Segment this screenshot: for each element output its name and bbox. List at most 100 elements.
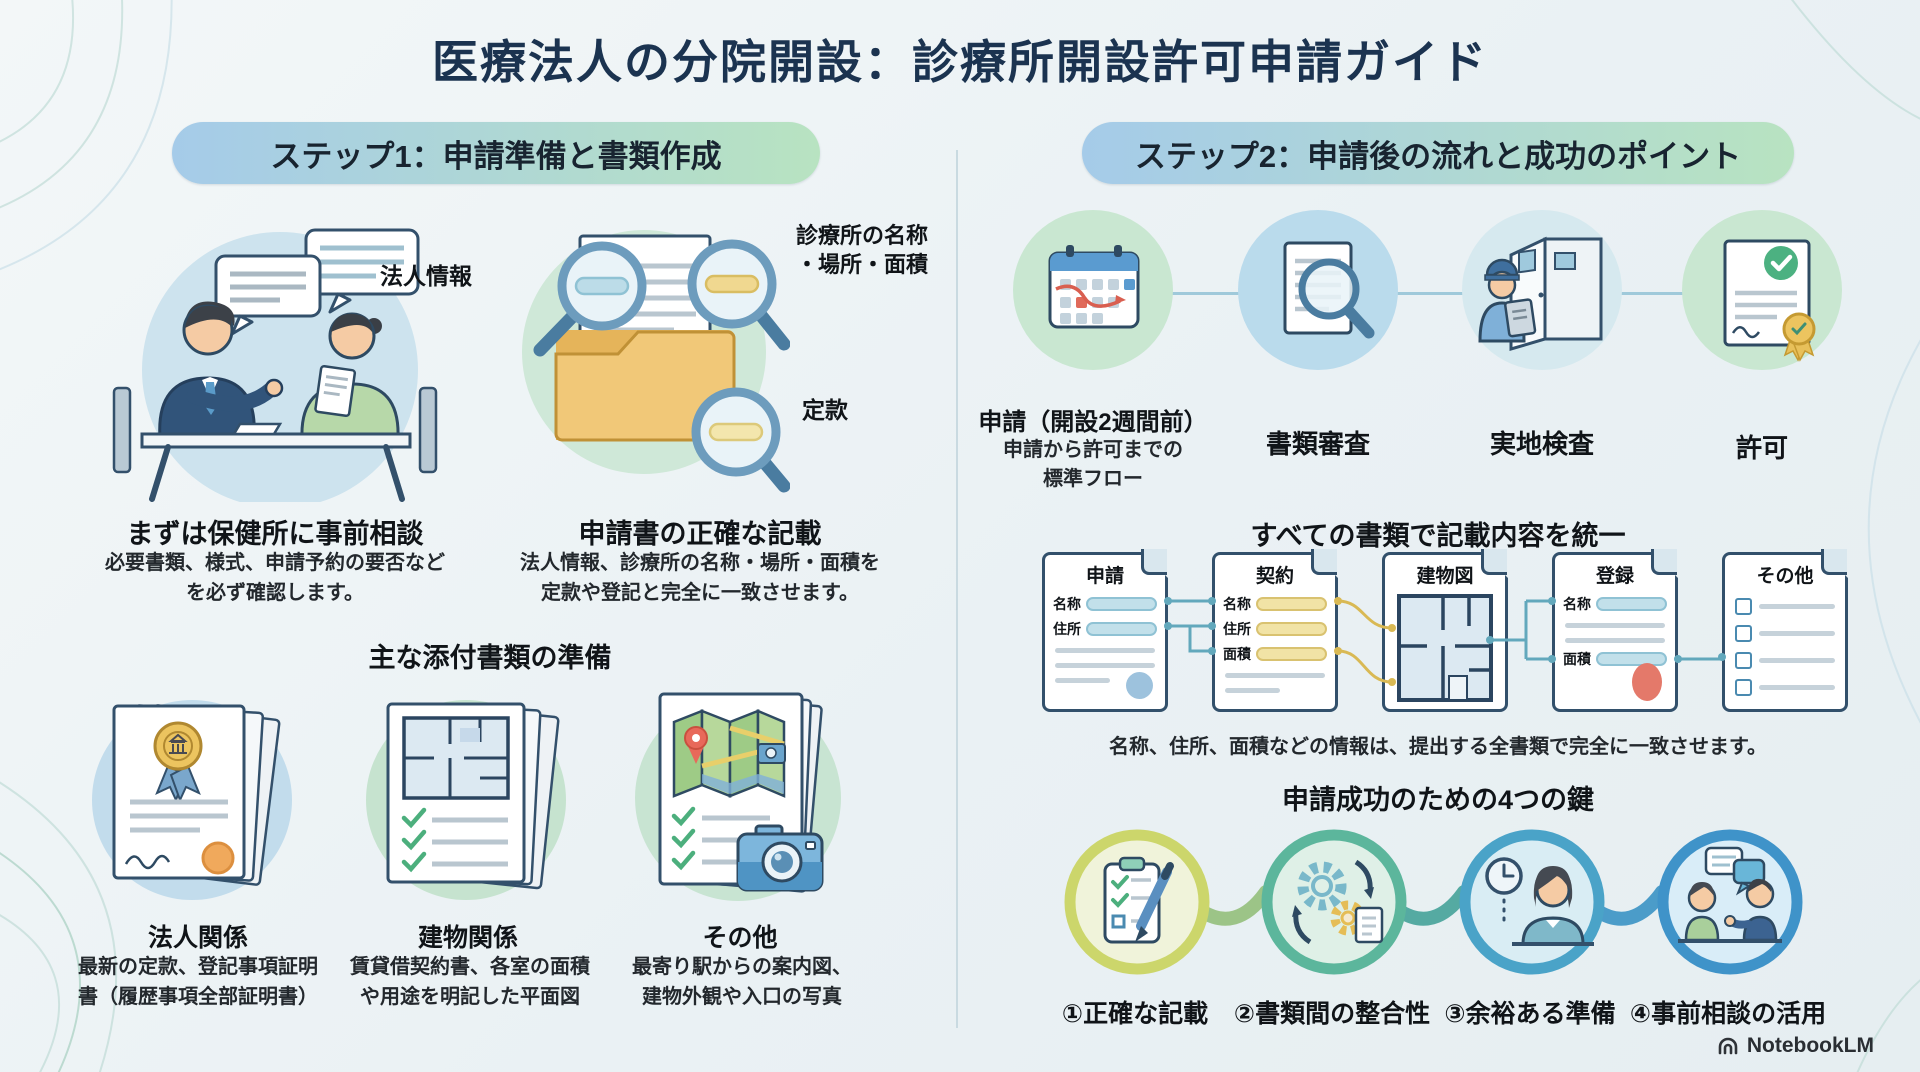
attachment1-desc-line2: 書（履歴事項全部証明書） [78,986,318,1008]
pen-icon [1135,862,1174,942]
corporate-certificate-illustration [92,700,292,900]
field-address-label: 住所 [1223,621,1251,637]
table [140,432,412,449]
accurate-desc-line2: 定款や登記と完全に一致させます。 [541,582,859,604]
field-area-label: 面積 [1563,651,1591,667]
page-title: 医療法人の分院開設：診療所開設許可申請ガイド [432,36,1488,88]
magnifier-clinic-icon [687,239,790,351]
field-address-label: 住所 [1053,621,1081,637]
speech-bubbles-icon [214,228,420,336]
field-area-value [1596,652,1667,666]
document-consistency-row: 申請 名称 住所 契約 名称 住所 面積 建物図 登録 名称 面積 [1040,549,1840,724]
trend-arrow [1055,284,1121,308]
flow1-label: 申請（開設2週間前） [978,409,1208,436]
key1-label: ①正確な記載 [1061,1000,1209,1028]
attachment2-desc: 賃貸借契約書、各室の面積 や用途を明記した平面図 [312,952,628,1012]
orange-seal-icon [201,841,235,875]
small-document-icon [1354,906,1384,944]
folded-map-icon [672,709,786,798]
map-pin-icon [684,726,708,764]
fold-corner [1651,549,1677,575]
attachment2-desc-line1: 賃貸借契約書、各室の面積 [350,956,590,978]
fold-corner [1481,549,1507,575]
label-clinic-line1: 診療所の名称 [796,223,929,248]
gold-rosette-icon [1782,312,1816,362]
calendar-grid [1060,279,1135,324]
consult-caption-title: まずは保健所に事前相談 [126,519,424,549]
gold-medal-icon [153,721,203,803]
field-area-label: 面積 [1223,646,1251,662]
checkbox-icon [1735,679,1752,696]
attachment1-title: 法人関係 [147,924,248,952]
key-accurate-icon [1064,829,1210,975]
doc-registry: 登録 名称 面積 [1552,552,1678,712]
notebooklm-label: NotebookLM [1746,1034,1874,1057]
column-divider [956,150,958,1028]
approved-check-icon [1764,246,1798,280]
doc-other-title: その他 [1756,566,1814,587]
doc-contract-title: 契約 [1255,566,1294,587]
person [1512,866,1594,946]
flow-permit-icon [1682,210,1842,370]
signature [1731,326,1761,339]
field-name-label: 名称 [1563,596,1591,612]
doc-floorplan: 建物図 [1382,552,1508,712]
consistency-header: すべての書類で記載内容を統一 [1250,521,1626,551]
keys-header: 申請成功のための4つの鍵 [1281,785,1594,815]
field-name-value [1256,597,1327,611]
red-stamp-icon [1632,663,1662,701]
paper-on-table [231,422,283,436]
notebooklm-brand: NotebookLM [1716,1034,1874,1058]
consultation-illustration [112,228,438,502]
field-area-value [1256,647,1327,661]
field-name-value [1596,597,1667,611]
step2-header-pill: ステップ2：申請後の流れと成功のポイント [1082,122,1794,184]
checkbox-icon [1735,598,1752,615]
map-camera-icon [757,743,786,764]
flow-inspection-icon [1462,210,1622,370]
accurate-caption-desc: 法人情報、診療所の名称・場所・面積を 定款や登記と完全に一致させます。 [485,548,915,608]
flow-application-icon [1013,210,1173,370]
clock-icon [1485,857,1523,928]
attachments-header: 主な添付書類の準備 [368,643,612,673]
doc-registry-title: 登録 [1595,566,1634,587]
consult-desc-line1: 必要書類、様式、申請予約の要否など [105,552,445,574]
field-name-value [1086,597,1157,611]
attachment3-desc: 最寄り駅からの案内図、 建物外観や入口の写真 [584,952,900,1012]
label-clinic-line2: ・場所・面積 [796,251,929,277]
fold-corner [1311,549,1337,575]
person-right [300,312,400,440]
accurate-caption-title: 申請書の正確な記載 [578,519,822,549]
doc-other: その他 [1722,552,1848,712]
consult-desc-line2: を必ず確認します。 [186,582,364,604]
key4-label: ④事前相談の活用 [1629,1000,1827,1028]
person-right [1724,878,1778,942]
inspector [1478,258,1537,343]
magnifier-articles-icon [691,387,790,493]
fold-corner [1821,549,1847,575]
blue-stamp-icon [1126,672,1153,699]
key-consultation-icon [1657,829,1803,975]
field-name-label: 名称 [1223,596,1251,612]
person-left [1684,882,1720,942]
attachment1-desc-line1: 最新の定款、登記事項証明 [78,956,318,978]
flow2-label: 書類審査 [1265,429,1370,459]
magnifier-corporate-icon [533,241,647,357]
key-consistency-icon [1261,829,1407,975]
notebooklm-icon [1718,1037,1738,1055]
checkbox-icon [1735,652,1752,669]
application-folder-illustration [522,230,790,493]
chair-left [112,386,132,474]
flow-connector-line [1093,292,1763,295]
flow1-sub-line2: 標準フロー [1043,468,1143,490]
camera-icon [736,824,824,892]
doc-floorplan-title: 建物図 [1416,566,1474,587]
consult-caption-desc: 必要書類、様式、申請予約の要否など を必ず確認します。 [60,548,490,608]
checkbox-icon [1735,625,1752,642]
flow-review-icon [1238,210,1398,370]
attachment1-desc: 最新の定款、登記事項証明 書（履歴事項全部証明書） [40,952,356,1012]
key2-label: ②書類間の整合性 [1233,1000,1431,1028]
attachment2-title: 建物関係 [417,924,518,952]
accurate-desc-line1: 法人情報、診療所の名称・場所・面積を [520,552,880,574]
